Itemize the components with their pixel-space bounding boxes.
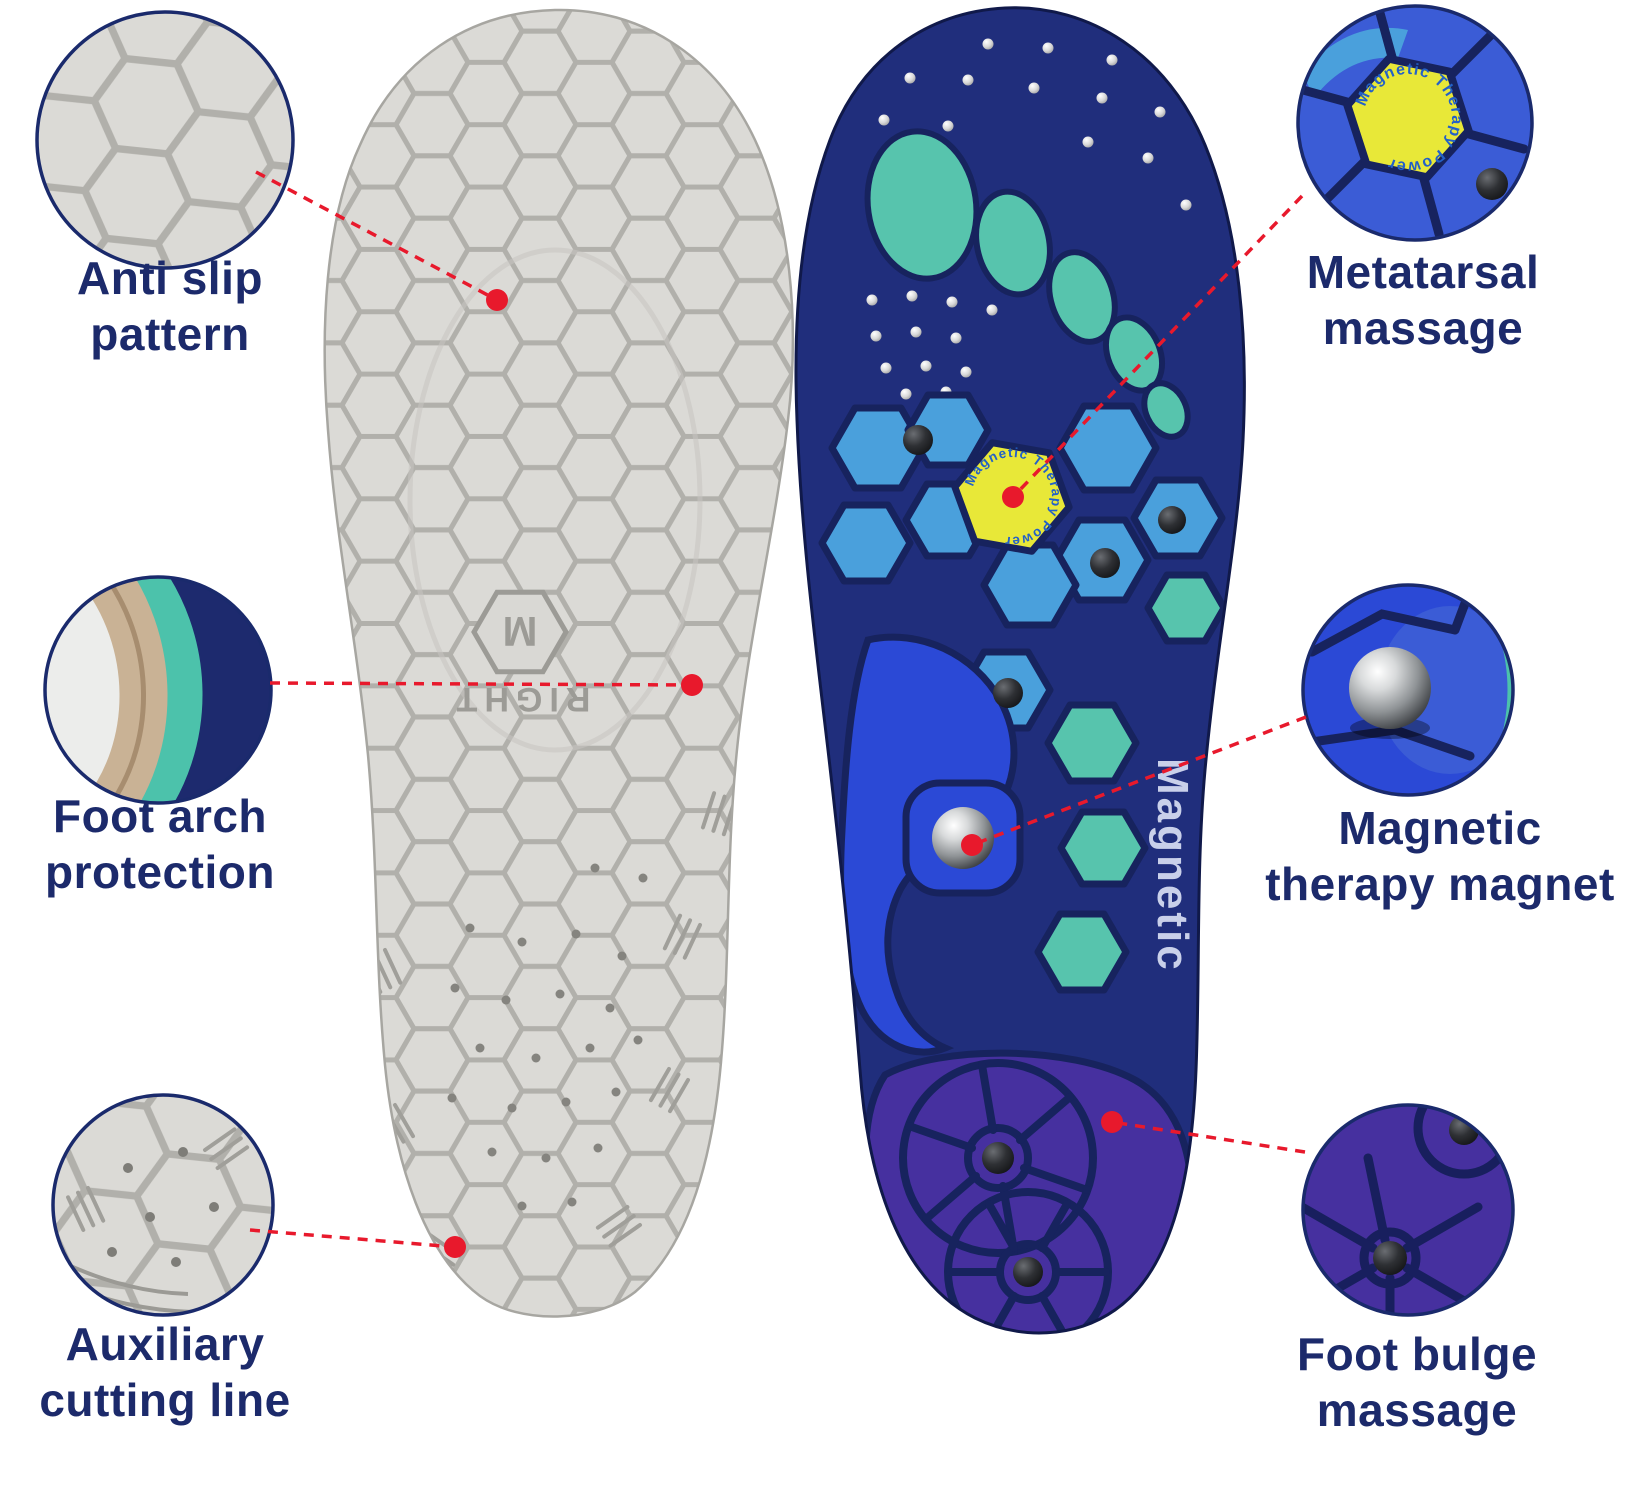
leader-dot-metatarsal bbox=[1002, 486, 1024, 508]
leader-dot-auxiliary bbox=[444, 1236, 466, 1258]
callout-circle-foot-arch bbox=[43, 575, 273, 805]
leader-line-anti-slip bbox=[255, 170, 498, 302]
label-auxiliary: Auxiliary cutting line bbox=[20, 1316, 310, 1428]
leader-line-magnet bbox=[971, 715, 1307, 847]
leader-dot-magnet bbox=[961, 834, 983, 856]
leader-line-foot-bulge bbox=[1111, 1120, 1306, 1154]
callout-magnet-ball bbox=[1349, 647, 1431, 729]
insole-bottom-view: M RIGHT bbox=[323, 8, 795, 1318]
label-auxiliary-line1: Auxiliary bbox=[65, 1318, 265, 1370]
leader-lines bbox=[249, 170, 1307, 1249]
callout-circle-magnet bbox=[1301, 583, 1515, 797]
label-metatarsal-line2: massage bbox=[1322, 302, 1524, 355]
label-foot-arch-line2: protection bbox=[45, 846, 275, 899]
ventilation-holes bbox=[447, 863, 648, 1211]
stud-dots bbox=[866, 38, 1192, 400]
insole-top-view: Magnetic Therapy Power Magnetic bbox=[794, 6, 1246, 1335]
label-anti-slip: Anti slip pattern bbox=[5, 250, 335, 362]
leader-dot-anti-slip bbox=[486, 289, 508, 311]
label-foot-arch: Foot arch protection bbox=[15, 788, 305, 900]
label-anti-slip-line1: Anti slip pattern bbox=[77, 252, 263, 361]
label-foot-bulge-line1: Foot bulge bbox=[1296, 1328, 1538, 1380]
toe-pads bbox=[864, 128, 1191, 440]
magnet-ball bbox=[932, 807, 994, 869]
label-foot-bulge: Foot bulge massage bbox=[1252, 1326, 1582, 1438]
size-letter: M bbox=[503, 608, 538, 655]
label-foot-arch-line1: Foot arch bbox=[52, 790, 268, 842]
callout-circle-anti-slip bbox=[35, 10, 295, 270]
leader-dots bbox=[444, 289, 1123, 1258]
leader-line-metatarsal bbox=[1011, 194, 1304, 499]
leader-dot-foot-bulge bbox=[1101, 1111, 1123, 1133]
leader-line-auxiliary bbox=[249, 1228, 456, 1249]
callout-circle-auxiliary-cut bbox=[51, 1093, 275, 1317]
label-magnet-line1: Magnetic bbox=[1338, 802, 1542, 854]
label-metatarsal: Metatarsal massage bbox=[1258, 244, 1588, 356]
label-magnet-line2: therapy magnet bbox=[1265, 858, 1615, 911]
label-magnet: Magnetic therapy magnet bbox=[1245, 800, 1635, 912]
callout-circle-foot-bulge bbox=[1301, 1103, 1515, 1317]
size-word: RIGHT bbox=[450, 680, 591, 718]
heel-pad bbox=[862, 1049, 1195, 1333]
label-foot-bulge-line2: massage bbox=[1316, 1384, 1518, 1437]
size-marking: M RIGHT bbox=[450, 589, 591, 718]
leader-dot-foot-arch bbox=[681, 674, 703, 696]
label-auxiliary-line2: cutting line bbox=[39, 1374, 291, 1427]
leader-line-foot-arch bbox=[269, 681, 693, 687]
callout-circle-metatarsal: Magnetic Therapy Power bbox=[1296, 4, 1534, 242]
label-metatarsal-line1: Metatarsal bbox=[1306, 246, 1540, 298]
brand-text: Magnetic bbox=[1148, 758, 1197, 973]
